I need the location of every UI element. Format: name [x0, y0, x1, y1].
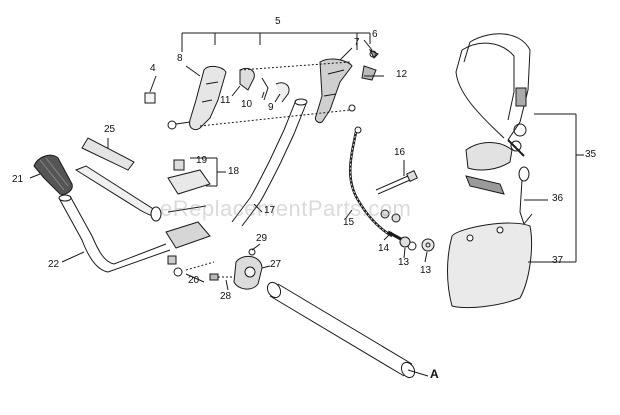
callout-25: 25	[104, 124, 116, 135]
grip-sleeve-part	[74, 137, 162, 222]
callout-9: 9	[268, 102, 274, 113]
bracket-18	[190, 157, 226, 187]
callout-17: 17	[264, 205, 276, 216]
callout-4: 4	[150, 63, 156, 74]
loop-handle-part	[58, 194, 171, 273]
callout-28: 28	[220, 291, 232, 302]
watermark-text: eReplacementParts.com	[160, 196, 412, 221]
callout-29: 29	[256, 233, 268, 244]
label-plate-part	[144, 92, 156, 104]
nut-parts	[380, 209, 435, 252]
front-grip-part	[33, 154, 73, 195]
callout-12: 12	[396, 69, 408, 80]
clamp-parts	[165, 159, 215, 277]
callout-27: 27	[270, 259, 282, 270]
callout-13-b: 13	[420, 265, 432, 276]
callout-36: 36	[552, 193, 564, 204]
callout-7: 7	[354, 37, 360, 48]
bracket-5	[181, 32, 371, 52]
callout-A: A	[430, 367, 439, 381]
handle-grip-part	[167, 65, 227, 131]
bolt-16-part	[375, 170, 418, 195]
bracket-35	[534, 113, 584, 263]
callout-19: 19	[196, 155, 208, 166]
throttle-cable-part	[349, 126, 417, 251]
callout-8: 8	[177, 53, 183, 64]
callout-37: 37	[552, 255, 564, 266]
callout-6: 6	[372, 29, 378, 40]
callout-14: 14	[378, 243, 390, 254]
callout-20: 20	[188, 275, 200, 286]
housing-27-part	[209, 248, 263, 290]
callout-35: 35	[585, 149, 597, 160]
callout-21: 21	[12, 174, 24, 185]
callout-18: 18	[228, 166, 240, 177]
leader-lines	[29, 39, 428, 291]
callout-5: 5	[275, 16, 281, 27]
callout-16: 16	[394, 147, 406, 158]
callout-10: 10	[241, 99, 253, 110]
callout-22: 22	[48, 259, 60, 270]
callout-15: 15	[343, 217, 355, 228]
hook-36-part	[518, 166, 548, 226]
hip-pad-part	[447, 222, 548, 309]
throttle-trigger-part	[199, 48, 379, 127]
handle-tube-part	[231, 98, 308, 227]
shoulder-strap-part	[455, 33, 531, 195]
drive-shaft-tube-part	[266, 281, 429, 379]
callout-13-a: 13	[398, 257, 410, 268]
callout-11: 11	[220, 95, 231, 106]
